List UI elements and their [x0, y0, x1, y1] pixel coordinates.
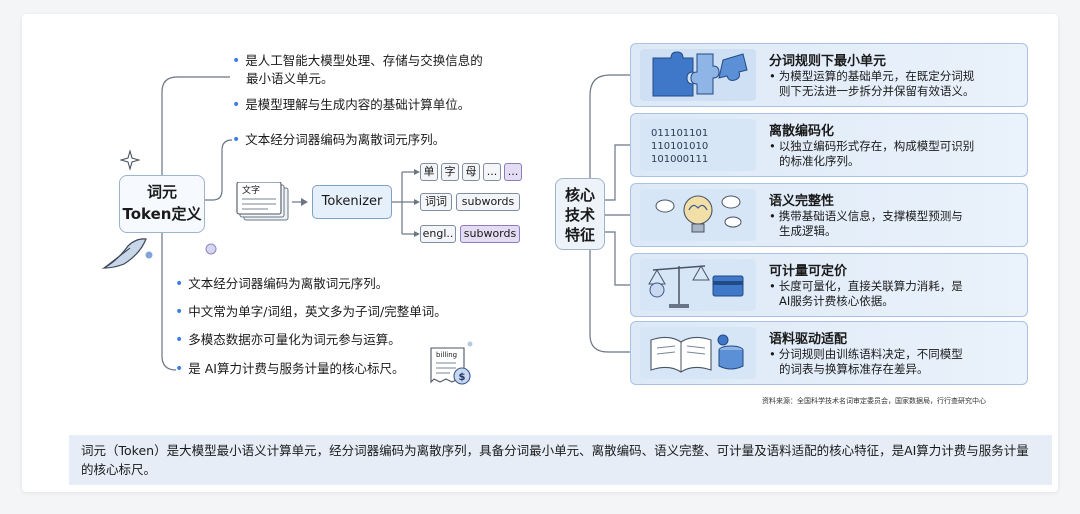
bottom-bullet-3: •多模态数据亦可量化为词元参与运算。 [175, 332, 401, 348]
feather-quill-icon [101, 238, 147, 269]
sparkle-icon [120, 150, 140, 170]
bottom-bullet-4: •是 AI算力计费与服务计量的核心标尺。 [175, 361, 405, 377]
source-note: 资料来源：全国科学技术名词审定委员会，国家数据局，行行查研究中心 [762, 397, 986, 405]
feature-title-4: 可计量可定价 [769, 264, 848, 279]
chip-char-2: 字 [441, 163, 459, 181]
feature-card-4: 可计量可定价 •长度可量化，直接关联算力消耗，是 AI服务计费核心依据。 [630, 253, 1028, 317]
feature-desc-3: •携带基础语义信息，支撑模型预测与 生成逻辑。 [769, 209, 963, 238]
dollar-sign: $ [459, 372, 466, 383]
decor-dot [145, 251, 153, 259]
billing-label: billing [436, 351, 457, 359]
decor-circle [205, 243, 217, 255]
chip-word: 词词 [420, 193, 452, 211]
document-icon: 文字 [236, 182, 289, 221]
binary-row-2: 110101010 [651, 141, 708, 152]
chip-engl: engl.. [420, 225, 456, 243]
chip-char-1: 单 [420, 163, 438, 181]
billing-receipt-icon: billing $ [430, 347, 471, 385]
feature-title-2: 离散编码化 [769, 124, 835, 139]
top-bullet-1: •是人工智能大模型处理、存储与交换信息的 最小语义单元。 [232, 53, 483, 86]
feature-card-2: 011101101 110101010 101000111 离散编码化 •以独立… [630, 113, 1028, 177]
top-bullet-3: •文本经分词器编码为离散词元序列。 [232, 132, 446, 148]
bottom-bullet-1: •文本经分词器编码为离散词元序列。 [175, 276, 389, 292]
chip-ellipsis-1: ... [483, 163, 501, 181]
connector-top [161, 76, 230, 175]
bottom-bullet-2: •中文常为单字/词组，英文多为子词/完整单词。 [175, 304, 447, 320]
feature-desc-1: •为模型运算的基础单元，在既定分词规 则下无法进一步拆分并保留有效语义。 [769, 69, 975, 98]
feature-title-5: 语料驱动适配 [769, 332, 848, 347]
binary-row-3: 101000111 [651, 154, 708, 165]
connector-bottom [161, 233, 177, 371]
feature-desc-2: •以独立编码形式存在，构成模型可识别 的标准化序列。 [769, 139, 975, 168]
feature-card-1: 分词规则下最小单元 •为模型运算的基础单元，在既定分词规 则下无法进一步拆分并保… [630, 43, 1028, 107]
feature-card-3: 语义完整性 •携带基础语义信息，支撑模型预测与 生成逻辑。 [630, 183, 1028, 247]
feature-title-3: 语义完整性 [769, 194, 835, 209]
chip-subwords-1: subwords [456, 193, 520, 211]
connector-mid [205, 139, 233, 201]
top-bullet-2: •是模型理解与生成内容的基础计算单位。 [232, 97, 471, 113]
chip-char-3: 母 [462, 163, 480, 181]
feature-desc-5: •分词规则由训练语料决定，不同模型 的词表与换算标准存在差异。 [769, 347, 963, 376]
scale-icon [640, 259, 756, 311]
core-features-box: 核心 技术 特征 [555, 178, 605, 250]
chip-ellipsis-2: ... [504, 163, 522, 181]
doc-label: 文字 [242, 184, 260, 196]
book-database-icon [640, 327, 756, 379]
binary-code-icon: 011101101 110101010 101000111 [640, 119, 756, 171]
brain-bulb-icon [640, 189, 756, 241]
puzzle-icon [640, 49, 756, 101]
feature-card-5: 语料驱动适配 •分词规则由训练语料决定，不同模型 的词表与换算标准存在差异。 [630, 321, 1028, 385]
feature-title-1: 分词规则下最小单元 [769, 54, 887, 69]
summary-caption: 词元（Token）是大模型最小语义计算单元，经分词器编码为离散序列，具备分词最小… [69, 435, 1052, 485]
token-definition-box: 词元 Token定义 [119, 175, 205, 233]
decor-dot-small [467, 341, 473, 347]
chip-subwords-2: subwords [460, 225, 520, 243]
tokenizer-box: Tokenizer [312, 185, 392, 219]
feature-desc-4: •长度可量化，直接关联算力消耗，是 AI服务计费核心依据。 [769, 279, 963, 308]
binary-row-1: 011101101 [651, 128, 708, 139]
